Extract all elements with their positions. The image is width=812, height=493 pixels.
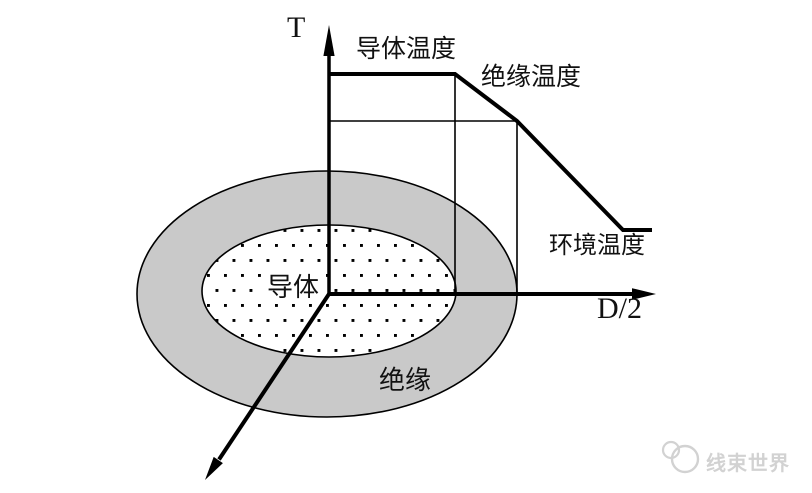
depth-axis <box>217 292 331 461</box>
t-axis-label: T <box>287 11 306 44</box>
insulation-region-label: 绝缘 <box>379 366 432 395</box>
conductor-region-label: 导体 <box>265 273 322 302</box>
t-axis-arrowhead-icon <box>323 25 335 56</box>
conductor-temperature-label: 导体温度 <box>356 36 457 63</box>
radius-axis-label: D/2 <box>597 292 642 325</box>
wire-harness-world-logo-icon <box>661 440 700 474</box>
radius-axis-arrowhead-icon <box>632 288 656 300</box>
watermark-text: 线束世界 <box>706 453 790 475</box>
ambient-temperature-label: 环境温度 <box>549 233 645 259</box>
insulation-temperature-label: 绝缘温度 <box>481 64 582 91</box>
temperature-curve <box>330 72 652 232</box>
depth-axis-arrowhead-icon <box>205 456 223 480</box>
